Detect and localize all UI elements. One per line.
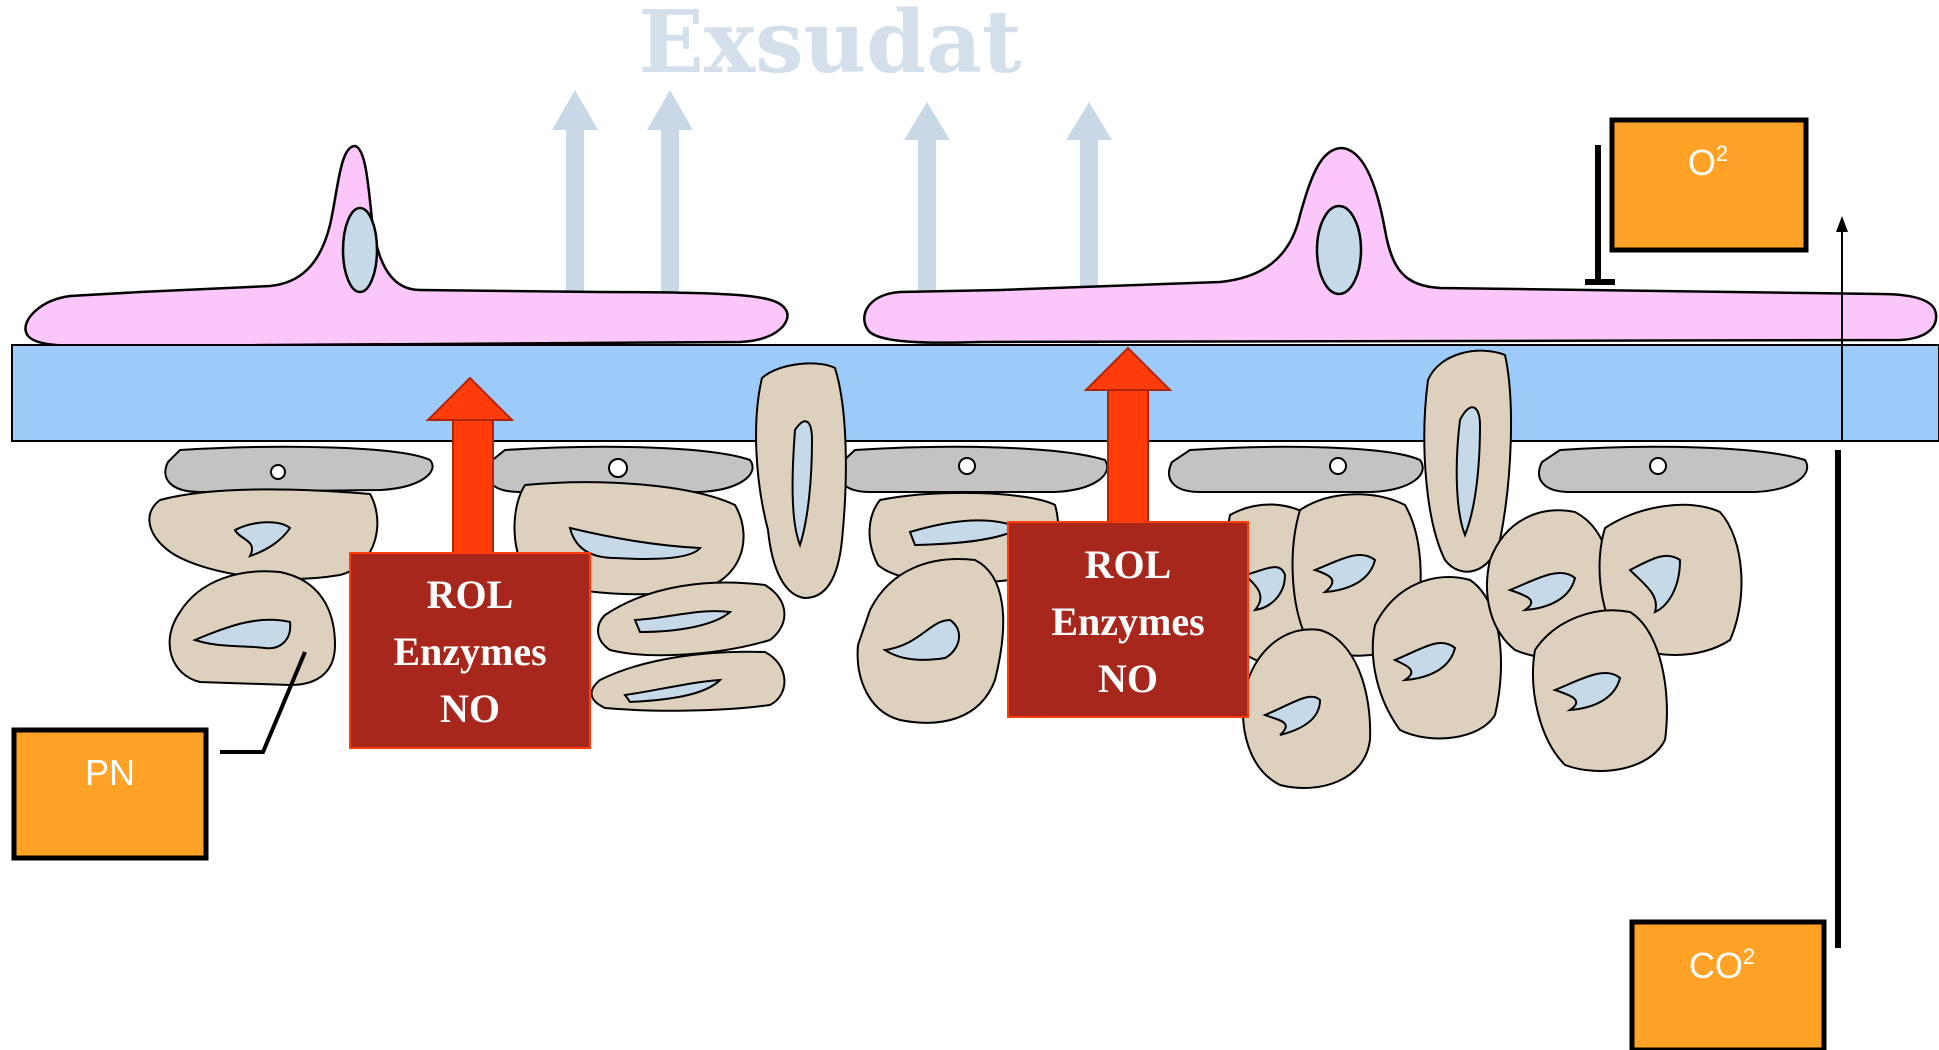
basement-membrane <box>12 345 1939 441</box>
o2-box: O2 <box>1612 120 1806 250</box>
mediator-line: Enzymes <box>1051 599 1204 644</box>
tissue-cell <box>1533 610 1667 771</box>
pn-label: PN <box>85 752 135 793</box>
mediator-line: NO <box>1098 656 1158 701</box>
mediator-box-right: ROL Enzymes NO <box>1008 522 1248 717</box>
tissue-cell <box>1424 351 1511 572</box>
diagram-title: Exsudat <box>638 0 1022 93</box>
tissue-cell <box>1243 629 1370 788</box>
nucleus <box>1317 206 1361 294</box>
pericyte <box>839 447 1107 492</box>
tissue-cell <box>592 652 785 711</box>
pericyte <box>165 447 432 492</box>
mediator-line: Enzymes <box>393 629 546 674</box>
co2-box: CO2 <box>1632 922 1824 1050</box>
tissue-cell <box>1373 577 1501 738</box>
pericytes <box>165 447 1807 492</box>
mediator-box-left: ROL Enzymes NO <box>350 553 590 748</box>
tissue-cell <box>149 490 377 579</box>
nucleus <box>343 208 377 292</box>
mediator-line: NO <box>440 686 500 731</box>
pn-box: PN <box>14 730 206 858</box>
mediator-line: ROL <box>1085 542 1172 587</box>
tissue-cell <box>858 559 1004 723</box>
pericyte <box>1539 447 1807 492</box>
pericyte <box>1169 447 1423 492</box>
tissue-cell <box>756 363 846 598</box>
tissue-cell <box>170 571 335 685</box>
mediator-line: ROL <box>427 572 514 617</box>
